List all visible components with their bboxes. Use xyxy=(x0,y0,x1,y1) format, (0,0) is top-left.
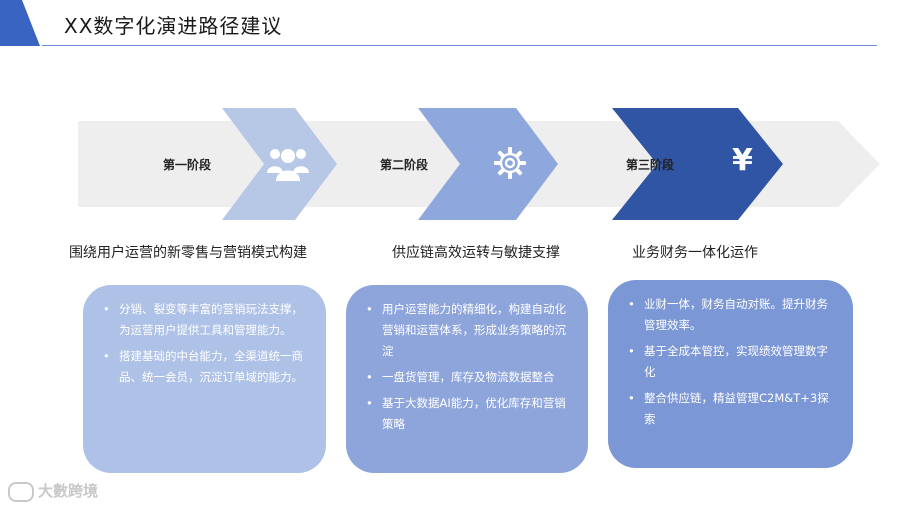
list-item: 搭建基础的中台能力，全渠道统一商品、统一会员，沉淀订单域的能力。 xyxy=(103,346,304,388)
stage-3-heading: 业务财务一体化运作 xyxy=(632,245,758,261)
list-item: 一盘货管理，库存及物流数据整合 xyxy=(366,367,566,388)
list-item: 分销、裂变等丰富的营销玩法支撑，为运营用户提供工具和管理能力。 xyxy=(103,299,304,341)
list-item: 基于大数据AI能力，优化库存和营销策略 xyxy=(366,393,566,435)
list-item: 基于全成本管控，实现绩效管理数字化 xyxy=(628,341,831,383)
stage-1-label: 第一阶段 xyxy=(163,158,212,172)
stage-2-heading: 供应链高效运转与敏捷支撑 xyxy=(392,245,560,261)
stage-3-description-box: 业财一体，财务自动对账。提升财务管理效率。 基于全成本管控，实现绩效管理数字化 … xyxy=(608,280,853,468)
chevron-stage-3 xyxy=(612,108,783,220)
stage-1-description-box: 分销、裂变等丰富的营销玩法支撑，为运营用户提供工具和管理能力。 搭建基础的中台能… xyxy=(83,285,326,473)
title-divider xyxy=(42,45,877,46)
watermark-text: 大數跨境 xyxy=(38,482,99,500)
list-item: 用户运营能力的精细化，构建自动化营销和运营体系，形成业务策略的沉淀 xyxy=(366,299,566,362)
watermark-logo: 大數跨境 xyxy=(8,480,98,502)
chevron-stage-2 xyxy=(418,108,558,220)
watermark-logo-mark xyxy=(8,481,34,502)
stage-2-description-box: 用户运营能力的精细化，构建自动化营销和运营体系，形成业务策略的沉淀 一盘货管理，… xyxy=(346,285,588,473)
stage-3-label: 第三阶段 xyxy=(626,158,675,172)
stage-1-heading: 围绕用户运营的新零售与营销模式构建 xyxy=(69,245,307,261)
yen-icon: ¥ xyxy=(732,143,753,178)
page-title: XX数字化演进路径建议 xyxy=(64,14,283,38)
gear-icon xyxy=(494,147,526,179)
list-item: 整合供应链，精益管理C2M&T+3探索 xyxy=(628,388,831,430)
list-item: 业财一体，财务自动对账。提升财务管理效率。 xyxy=(628,294,831,336)
stage-2-label: 第二阶段 xyxy=(380,158,429,172)
corner-decoration xyxy=(0,0,40,46)
users-icon xyxy=(267,149,309,181)
stage-arrow-band xyxy=(78,108,880,220)
chevron-stage-1 xyxy=(222,108,337,220)
